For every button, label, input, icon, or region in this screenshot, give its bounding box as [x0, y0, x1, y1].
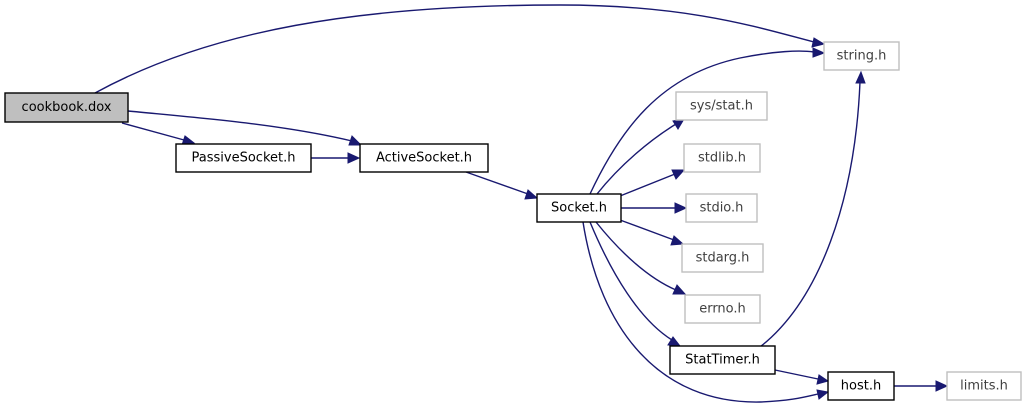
edge-cookbook-to-passive	[121, 122, 185, 141]
edge-stattimer-to-string	[759, 81, 861, 348]
node-label: errno.h	[699, 302, 746, 317]
node-stdlib-h[interactable]: stdlib.h	[683, 143, 761, 173]
node-stattimer-h[interactable]: StatTimer.h	[669, 345, 776, 375]
edge-stattimer-to-host	[774, 369, 819, 380]
graph-edges	[94, 4, 949, 403]
arrowhead	[671, 169, 686, 180]
node-label: stdarg.h	[696, 251, 750, 266]
arrowhead	[855, 70, 866, 84]
node-cookbook-dox[interactable]: cookbook.dox	[4, 92, 129, 123]
arrowhead	[670, 235, 685, 246]
node-passivesocket-h[interactable]: PassiveSocket.h	[175, 143, 312, 173]
arrowhead	[816, 389, 830, 400]
node-limits-h[interactable]: limits.h	[946, 371, 1022, 401]
node-label: string.h	[837, 49, 887, 64]
arrowhead	[812, 47, 826, 58]
node-socket-h[interactable]: Socket.h	[536, 193, 622, 223]
edge-socket-to-string	[589, 50, 815, 195]
edge-socket-to-errno	[595, 221, 677, 291]
edge-socket-to-sysstat	[596, 123, 677, 195]
node-label: stdio.h	[700, 201, 744, 216]
edge-socket-to-stdarg	[619, 219, 675, 241]
node-label: sys/stat.h	[690, 99, 753, 114]
edge-socket-to-host	[582, 221, 819, 403]
node-label: host.h	[841, 379, 881, 394]
node-label: cookbook.dox	[22, 100, 112, 115]
node-stdio-h[interactable]: stdio.h	[685, 193, 758, 223]
node-errno-h[interactable]: errno.h	[684, 294, 761, 324]
node-activesocket-h[interactable]: ActiveSocket.h	[359, 143, 489, 173]
node-string-h[interactable]: string.h	[823, 41, 900, 71]
arrowhead	[811, 37, 826, 48]
arrowhead	[347, 152, 361, 164]
node-label: PassiveSocket.h	[192, 151, 296, 166]
node-label: StatTimer.h	[685, 353, 760, 368]
node-label: Socket.h	[551, 201, 607, 216]
arrowhead	[816, 374, 830, 385]
arrowhead	[348, 135, 363, 146]
edge-cookbook-to-string	[94, 4, 815, 94]
edge-cookbook-to-active	[127, 110, 353, 142]
node-host-h[interactable]: host.h	[827, 371, 895, 401]
edge-socket-to-stdlib	[619, 173, 676, 197]
arrowhead	[674, 202, 688, 214]
node-label: limits.h	[960, 379, 1008, 394]
graph-nodes: cookbook.dox PassiveSocket.h ActiveSocke…	[4, 41, 1022, 401]
node-stdarg-h[interactable]: stdarg.h	[681, 243, 764, 273]
node-label: stdlib.h	[698, 151, 746, 166]
arrowhead	[935, 380, 949, 392]
edge-active-to-socket	[465, 171, 529, 195]
node-sys-stat-h[interactable]: sys/stat.h	[675, 91, 768, 121]
node-label: ActiveSocket.h	[376, 151, 472, 166]
edge-socket-to-stattimer	[589, 221, 673, 341]
arrowhead	[524, 189, 539, 200]
arrowhead	[672, 284, 687, 295]
